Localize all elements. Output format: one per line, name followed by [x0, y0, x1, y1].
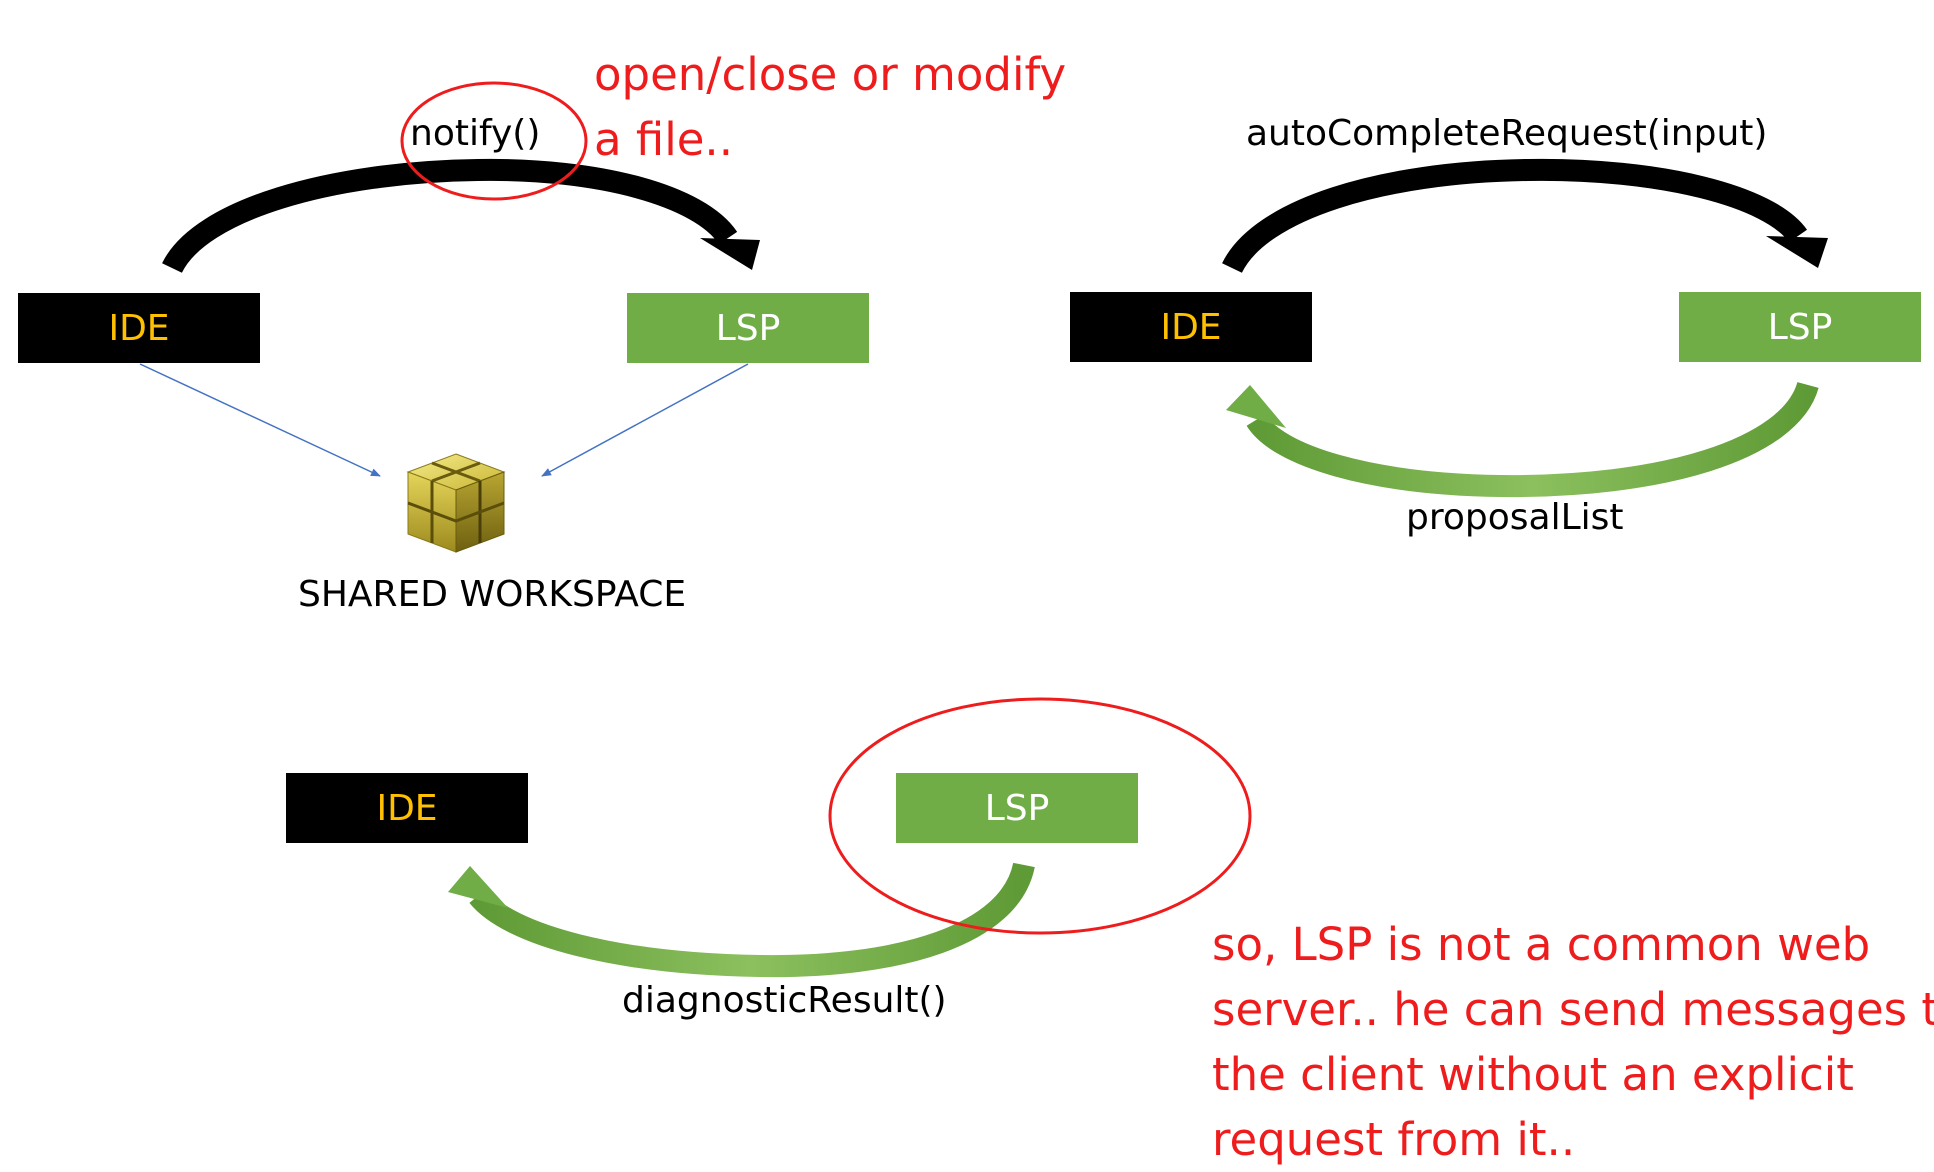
autocomplete-response-label: proposalList	[1406, 497, 1624, 538]
diagnostic-response-arrowhead	[448, 866, 508, 908]
diagnostic-panel-arrows	[448, 697, 1252, 978]
notify-panel-arrows	[139, 81, 760, 477]
notify-lsp-label: LSP	[715, 307, 781, 349]
autocomplete-panel-arrows	[1222, 158, 1828, 498]
notify-highlight-ellipse	[400, 81, 588, 201]
lsp-highlight-ellipse	[828, 697, 1252, 935]
autocomplete-request-arrow	[1222, 158, 1808, 274]
diagnostic-annotation-line: request from it..	[1212, 1113, 1576, 1166]
autocomplete-response-arrowhead	[1226, 385, 1286, 428]
diagnostic-lsp-box: LSP	[896, 773, 1138, 843]
diagnostic-annotation: so, LSP is not a common web server.. he …	[1212, 912, 1934, 1172]
autocomplete-response-arrow	[1246, 381, 1819, 498]
ide-workspace-link	[139, 363, 381, 477]
notify-annotation: open/close or modify a file..	[594, 42, 1066, 172]
package-cube-icon	[400, 448, 512, 560]
notify-arrow-label: notify()	[410, 113, 541, 154]
notify-request-arrowhead	[700, 238, 760, 270]
lsp-workspace-link	[541, 363, 749, 477]
autocomplete-request-label: autoCompleteRequest(input)	[1246, 113, 1768, 154]
diagnostic-annotation-line: server.. he can send messages to	[1212, 983, 1934, 1036]
autocomplete-lsp-box: LSP	[1679, 292, 1921, 362]
diagnostic-lsp-label: LSP	[984, 787, 1050, 829]
notify-lsp-box: LSP	[627, 293, 869, 363]
autocomplete-ide-label: IDE	[1160, 306, 1222, 348]
diagnostic-annotation-line: the client without an explicit	[1212, 1048, 1854, 1101]
autocomplete-ide-box: IDE	[1070, 292, 1312, 362]
workspace-label: SHARED WORKSPACE	[298, 574, 687, 615]
notify-annotation-line: a file..	[594, 113, 734, 166]
autocomplete-lsp-label: LSP	[1767, 306, 1833, 348]
diagnostic-response-label: diagnosticResult()	[622, 980, 947, 1021]
diagnostic-response-arrow	[469, 862, 1035, 978]
notify-ide-label: IDE	[108, 307, 170, 349]
diagnostic-ide-box: IDE	[286, 773, 528, 843]
notify-annotation-line: open/close or modify	[594, 48, 1067, 101]
notify-ide-box: IDE	[18, 293, 260, 363]
diagnostic-annotation-line: so, LSP is not a common web	[1212, 918, 1871, 971]
autocomplete-request-arrowhead	[1766, 236, 1828, 268]
diagnostic-ide-label: IDE	[376, 787, 438, 829]
notify-request-arrow	[162, 158, 738, 274]
